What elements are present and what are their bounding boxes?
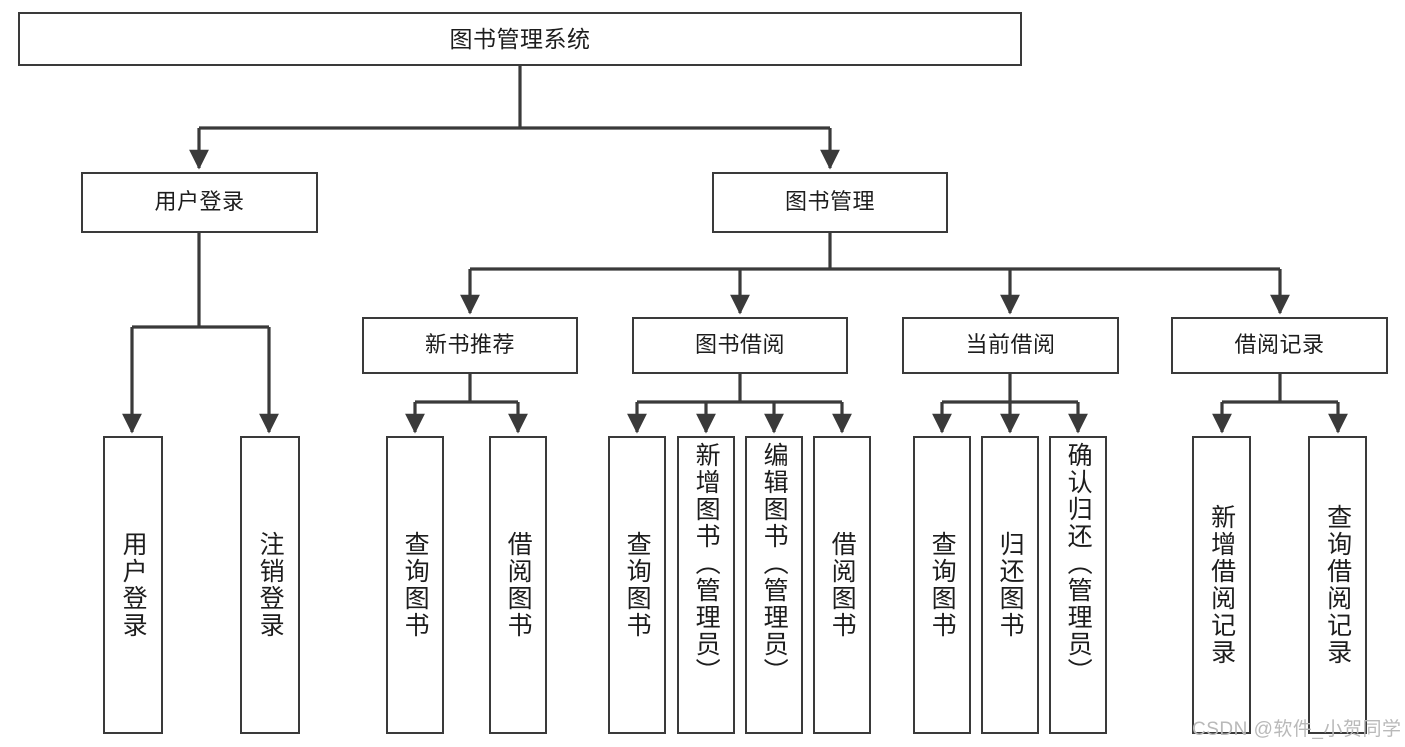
node-current-borrow[interactable]: 当前借阅: [902, 317, 1119, 374]
node-root-system[interactable]: 图书管理系统: [18, 12, 1022, 66]
node-leaf-borrow-book-newbook[interactable]: 借阅图书: [489, 436, 547, 734]
node-label: 编辑图书（管理员）: [760, 442, 789, 685]
node-leaf-confirm-return-admin[interactable]: 确认归还（管理员）: [1049, 436, 1107, 734]
node-label: 查询图书: [623, 531, 652, 639]
node-label: 注销登录: [256, 531, 285, 639]
node-label: 新增借阅记录: [1207, 504, 1236, 666]
node-label: 用户登录: [154, 189, 245, 215]
node-book-manage[interactable]: 图书管理: [712, 172, 948, 233]
node-leaf-add-borrow-record[interactable]: 新增借阅记录: [1192, 436, 1251, 734]
node-leaf-query-book-newbook[interactable]: 查询图书: [386, 436, 444, 734]
node-label: 确认归还（管理员）: [1064, 442, 1093, 685]
node-label: 查询图书: [928, 531, 957, 639]
node-label: 图书借阅: [694, 332, 785, 358]
node-leaf-borrow-book-borrow[interactable]: 借阅图书: [813, 436, 871, 734]
node-label: 新增图书（管理员）: [692, 442, 721, 685]
node-label: 归还图书: [996, 531, 1025, 639]
node-label: 图书管理: [784, 189, 875, 215]
node-new-book-recommend[interactable]: 新书推荐: [362, 317, 578, 374]
node-leaf-return-book[interactable]: 归还图书: [981, 436, 1039, 734]
node-label: 当前借阅: [965, 332, 1056, 358]
node-book-borrow[interactable]: 图书借阅: [632, 317, 848, 374]
node-user-login[interactable]: 用户登录: [81, 172, 318, 233]
node-leaf-edit-book-admin[interactable]: 编辑图书（管理员）: [745, 436, 803, 734]
node-leaf-query-book-current[interactable]: 查询图书: [913, 436, 971, 734]
node-leaf-user-login[interactable]: 用户登录: [103, 436, 163, 734]
node-label: 借阅图书: [828, 531, 857, 639]
node-leaf-add-book-admin[interactable]: 新增图书（管理员）: [677, 436, 735, 734]
node-leaf-logout[interactable]: 注销登录: [240, 436, 300, 734]
node-label: 查询借阅记录: [1323, 504, 1352, 666]
node-leaf-query-book-borrow[interactable]: 查询图书: [608, 436, 666, 734]
csdn-watermark: CSDN @软件_小贺同学: [1192, 719, 1402, 740]
node-label: 用户登录: [119, 531, 148, 639]
node-borrow-record[interactable]: 借阅记录: [1171, 317, 1388, 374]
node-label: 借阅记录: [1234, 332, 1325, 358]
node-label: 查询图书: [401, 531, 430, 639]
node-leaf-query-borrow-record[interactable]: 查询借阅记录: [1308, 436, 1367, 734]
node-label: 图书管理系统: [449, 25, 591, 52]
node-label: 借阅图书: [504, 531, 533, 639]
node-label: 新书推荐: [424, 332, 515, 358]
